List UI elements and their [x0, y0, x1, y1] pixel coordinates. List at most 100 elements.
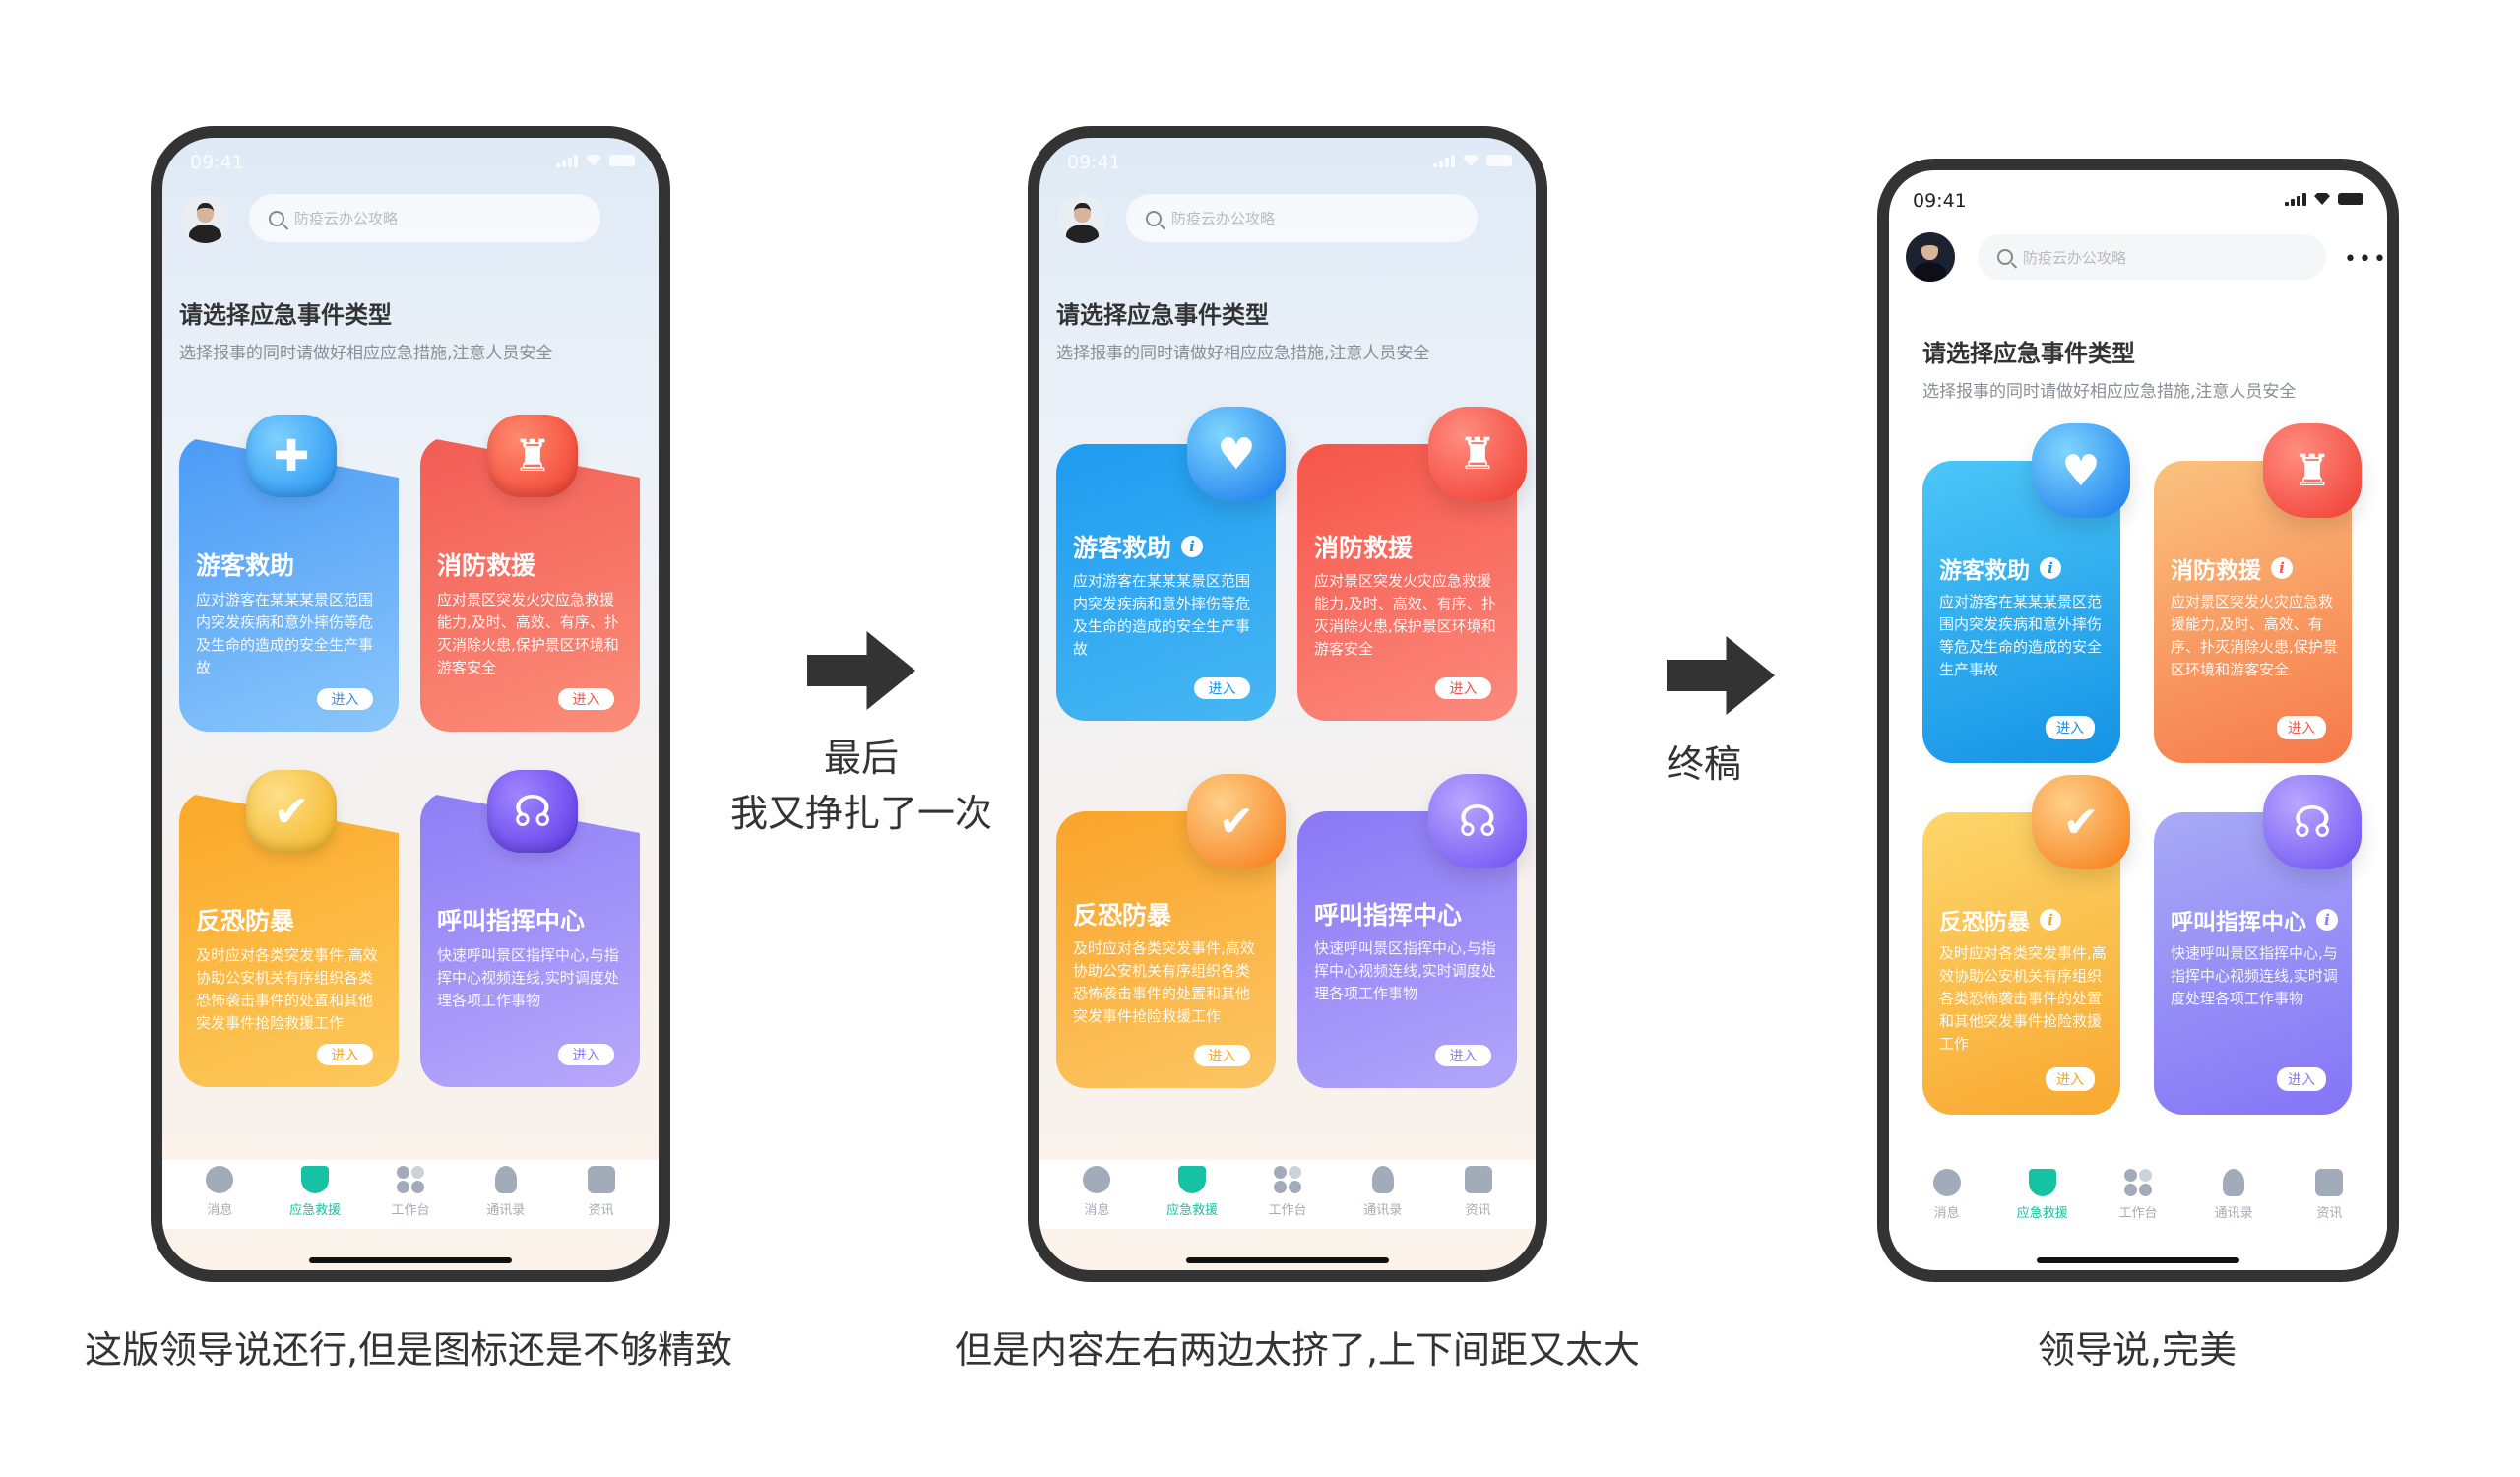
info-icon[interactable]: i: [2040, 909, 2061, 931]
emergency-card[interactable]: ♥ 游客救助 i 应对游客在某某某景区范围内突发疾病和意外摔伤等危及生命的造成的…: [1922, 423, 2130, 763]
info-icon[interactable]: i: [2271, 557, 2293, 579]
tab-label: 工作台: [2118, 1206, 2158, 1221]
info-icon[interactable]: i: [1181, 536, 1204, 557]
tab-item[interactable]: 应急救援: [1153, 1160, 1231, 1229]
card-title: 游客救助: [196, 551, 295, 580]
search-input[interactable]: 防疫云办公攻略: [1126, 194, 1478, 242]
more-menu-icon[interactable]: •••: [2344, 247, 2388, 272]
enter-button[interactable]: 进入: [558, 688, 614, 710]
tab-item[interactable]: 消息: [1057, 1160, 1136, 1229]
news-icon: [587, 1166, 615, 1193]
enter-button[interactable]: 进入: [317, 688, 373, 710]
enter-button[interactable]: 进入: [1194, 1045, 1250, 1066]
shield-check-icon: ✔: [1187, 774, 1286, 868]
avatar[interactable]: [181, 195, 229, 243]
contacts-icon: [1371, 1166, 1394, 1193]
emergency-card[interactable]: ♥ 游客救助 i 应对游客在某某某景区范围内突发疾病和意外摔伤等危及生命的造成的…: [1056, 407, 1286, 721]
avatar[interactable]: [1906, 232, 1955, 282]
emergency-card[interactable]: ☊ 呼叫指挥中心 快速呼叫景区指挥中心,与指挥中心视频连线,实时调度处理各项工作…: [420, 770, 640, 1087]
tab-label: 工作台: [1268, 1203, 1307, 1218]
tab-label: 消息: [207, 1203, 233, 1218]
enter-button[interactable]: 进入: [2277, 716, 2326, 739]
card-title: 反恐防暴: [196, 907, 295, 935]
card-title: 游客救助: [1073, 534, 1172, 562]
tab-item[interactable]: 工作台: [2099, 1163, 2177, 1232]
wifi-icon: [1463, 155, 1479, 166]
battery-icon: [2338, 193, 2363, 205]
search-placeholder: 防疫云办公攻略: [2023, 248, 2127, 267]
fire-hydrant-icon: ♜: [487, 415, 578, 497]
tab-item[interactable]: 消息: [180, 1160, 259, 1229]
home-indicator: [1186, 1257, 1389, 1263]
card-title: 反恐防暴: [1073, 901, 1172, 930]
emergency-card[interactable]: ☊ 呼叫指挥中心 快速呼叫景区指挥中心,与指挥中心视频连线,实时调度处理各项工作…: [1297, 774, 1527, 1088]
tab-item[interactable]: 通讯录: [1344, 1160, 1422, 1229]
emergency-card[interactable]: ♜ 消防救援 应对景区突发火灾应急救援能力,及时、高效、有序、扑灭消除火患,保护…: [1297, 407, 1527, 721]
emergency-card[interactable]: ♜ 消防救援 i 应对景区突发火灾应急救援能力,及时、高效、有序、扑灭消除火患,…: [2154, 423, 2362, 763]
bottom-tab-bar: 消息 应急救援 工作台 通讯录 资讯: [1040, 1160, 1536, 1229]
card-description: 及时应对各类突发事件,高效协助公安机关有序组织各类恐怖袭击事件的处置和其他突发事…: [1073, 939, 1255, 1025]
final-note: 终稿: [1666, 742, 1742, 786]
home-indicator: [2037, 1257, 2239, 1263]
card-description: 应对游客在某某某景区范围内突发疾病和意外摔伤等危及生命的造成的安全生产事故: [1939, 593, 2103, 678]
tab-label: 应急救援: [289, 1203, 342, 1218]
headset-icon: ☊: [1428, 774, 1527, 868]
phone-mockup: 09:41 防疫云办公攻略 请选择应急事件类型 选择报事的同时请做好相应应急措施…: [151, 126, 670, 1282]
battery-icon: [609, 155, 635, 166]
card-description: 应对景区突发火灾应急救援能力,及时、高效、有序、扑灭消除火患,保护景区环境和游客…: [2171, 593, 2338, 678]
tab-item[interactable]: 资讯: [1439, 1160, 1518, 1229]
tab-item[interactable]: 应急救援: [2003, 1163, 2082, 1232]
enter-button[interactable]: 进入: [317, 1044, 373, 1065]
emergency-card[interactable]: ✔ 反恐防暴 i 及时应对各类突发事件,高效协助公安机关有序组织各类恐怖袭击事件…: [1922, 775, 2130, 1115]
shield-check-icon: ✔: [246, 770, 337, 853]
tab-item[interactable]: 资讯: [2290, 1163, 2368, 1232]
middle-note-line-1: 最后: [823, 737, 900, 780]
status-time: 09:41: [1067, 152, 1121, 173]
enter-button[interactable]: 进入: [2046, 1067, 2095, 1091]
tab-item[interactable]: 通讯录: [467, 1160, 545, 1229]
emergency-card[interactable]: ✚ 游客救助 应对游客在某某某景区范围内突发疾病和意外摔伤等危及生命的造成的安全…: [179, 415, 399, 732]
emergency-card[interactable]: ✔ 反恐防暴 及时应对各类突发事件,高效协助公安机关有序组织各类恐怖袭击事件的处…: [1056, 774, 1286, 1088]
tab-label: 通讯录: [486, 1203, 526, 1218]
tab-item[interactable]: 应急救援: [276, 1160, 354, 1229]
tab-label: 消息: [1933, 1206, 1960, 1221]
message-icon: [1932, 1169, 1961, 1196]
emergency-card[interactable]: ✔ 反恐防暴 及时应对各类突发事件,高效协助公安机关有序组织各类恐怖袭击事件的处…: [179, 770, 399, 1087]
info-icon[interactable]: i: [2316, 909, 2338, 931]
enter-button[interactable]: 进入: [1435, 677, 1491, 699]
tab-item[interactable]: 消息: [1908, 1163, 1986, 1232]
search-input[interactable]: 防疫云办公攻略: [249, 194, 600, 242]
grid-icon: [1273, 1166, 1301, 1193]
enter-button[interactable]: 进入: [2046, 716, 2095, 739]
home-indicator: [309, 1257, 512, 1263]
emergency-card[interactable]: ♜ 消防救援 应对景区突发火灾应急救援能力,及时、高效、有序、扑灭消除火患,保护…: [420, 415, 640, 732]
page-subtitle: 选择报事的同时请做好相应应急措施,注意人员安全: [1922, 382, 2297, 402]
tab-item[interactable]: 通讯录: [2194, 1163, 2273, 1232]
enter-button[interactable]: 进入: [558, 1044, 614, 1065]
search-input[interactable]: 防疫云办公攻略: [1978, 234, 2326, 280]
search-icon: [1146, 210, 1162, 226]
tab-label: 应急救援: [2016, 1206, 2068, 1221]
search-icon: [1997, 249, 2013, 265]
battery-icon: [1486, 155, 1512, 166]
card-description: 快速呼叫景区指挥中心,与指挥中心视频连线,实时调度处理各项工作事物: [1314, 939, 1496, 1002]
shield-star-icon: [2028, 1169, 2056, 1196]
wifi-icon: [2314, 193, 2330, 205]
tab-item[interactable]: 工作台: [1248, 1160, 1327, 1229]
contacts-icon: [2223, 1169, 2245, 1196]
signal-icon: [2285, 192, 2306, 206]
card-description: 快速呼叫景区指挥中心,与指挥中心视频连线,实时调度处理各项工作事物: [2171, 944, 2338, 1007]
grid-icon: [396, 1166, 424, 1193]
emergency-card[interactable]: ☊ 呼叫指挥中心 i 快速呼叫景区指挥中心,与指挥中心视频连线,实时调度处理各项…: [2154, 775, 2362, 1115]
tab-item[interactable]: 资讯: [562, 1160, 641, 1229]
status-time: 09:41: [1913, 190, 1967, 212]
right-arrow-icon: [807, 631, 915, 710]
enter-button[interactable]: 进入: [2277, 1067, 2326, 1091]
page-subtitle: 选择报事的同时请做好相应应急措施,注意人员安全: [1056, 344, 1430, 363]
avatar[interactable]: [1058, 195, 1106, 243]
tab-item[interactable]: 工作台: [371, 1160, 450, 1229]
tab-label: 应急救援: [1166, 1203, 1219, 1218]
info-icon[interactable]: i: [2040, 557, 2061, 579]
enter-button[interactable]: 进入: [1194, 677, 1250, 699]
enter-button[interactable]: 进入: [1435, 1045, 1491, 1066]
